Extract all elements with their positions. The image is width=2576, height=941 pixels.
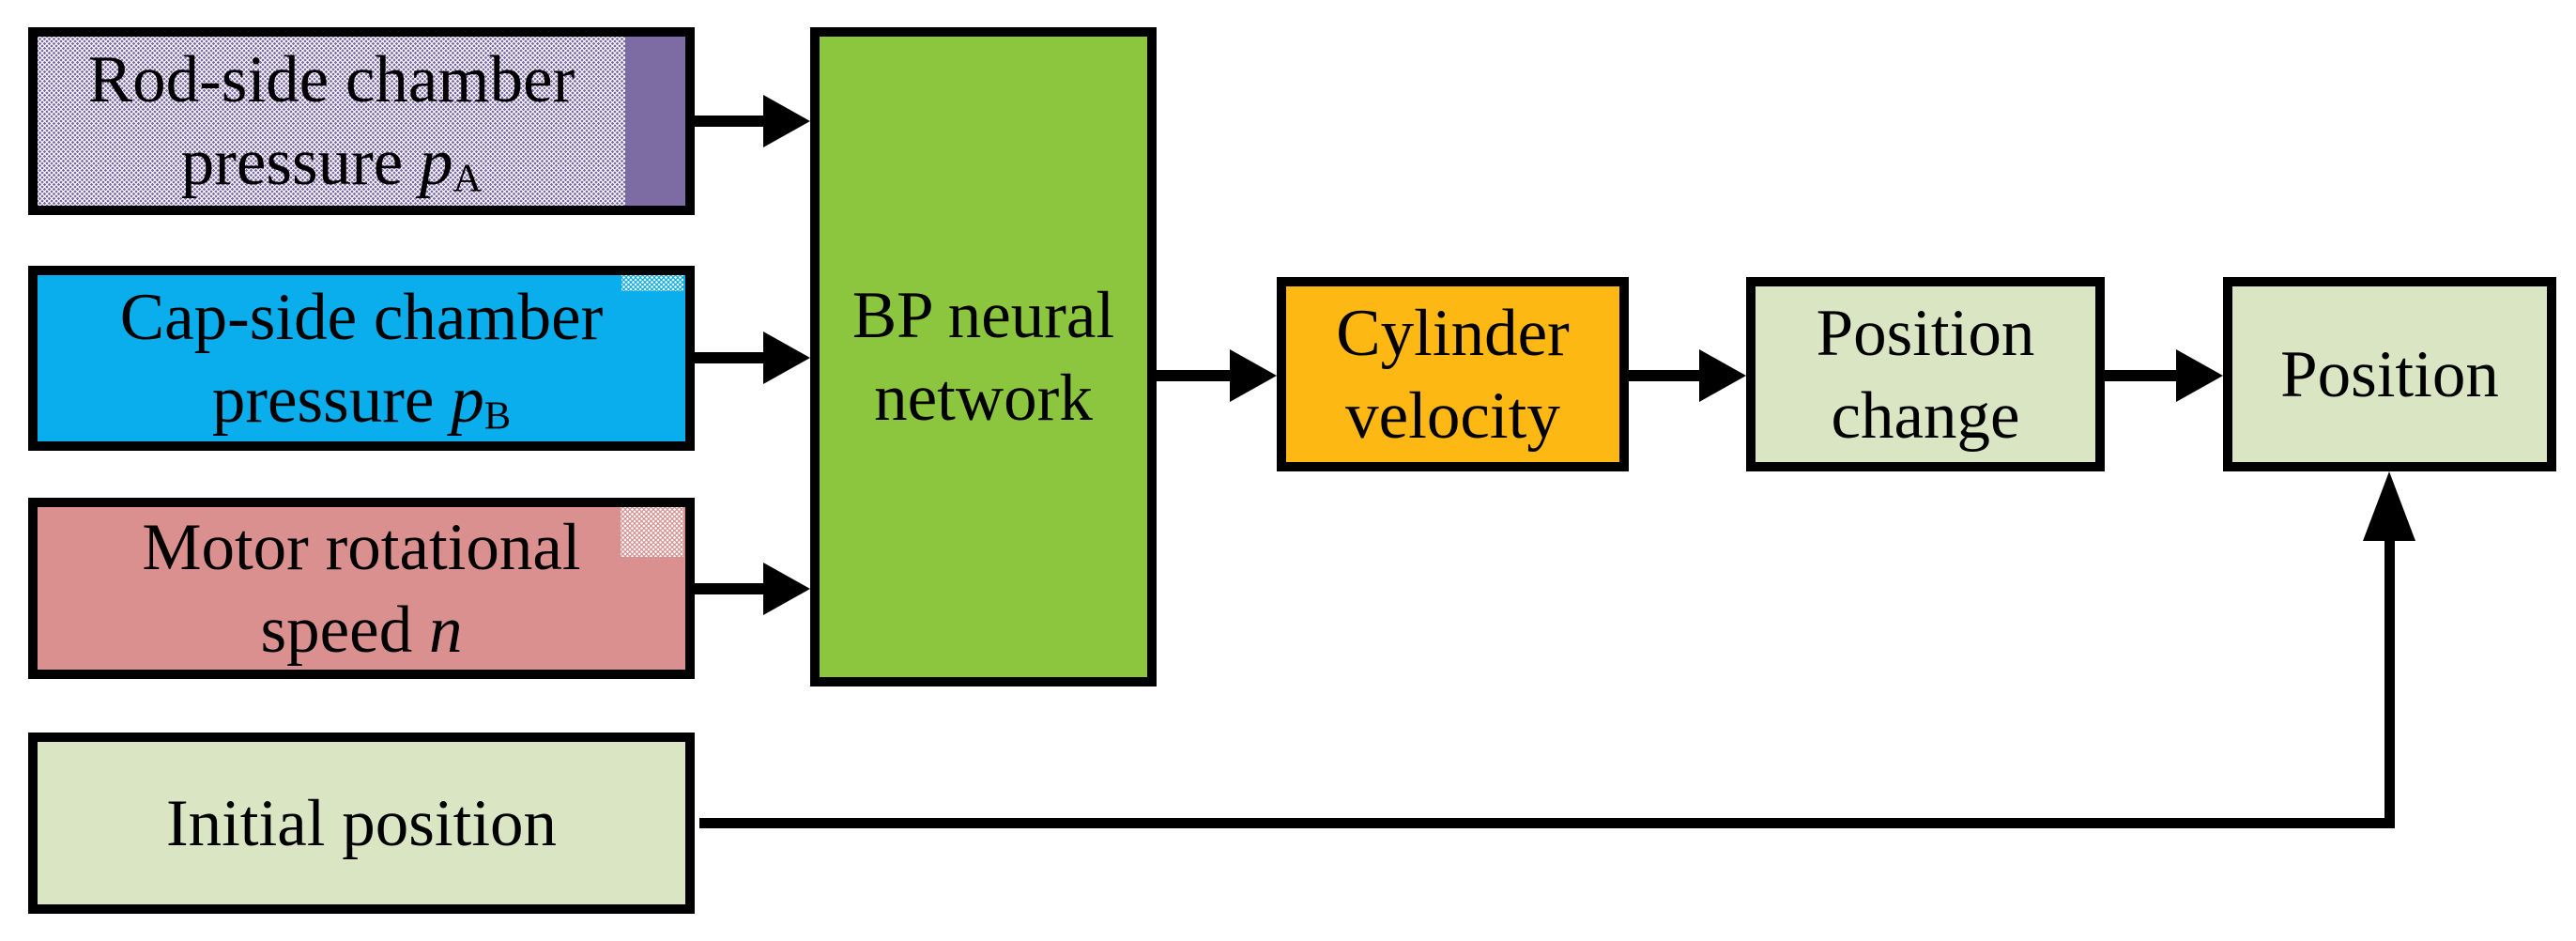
node-position: Position (2223, 277, 2556, 471)
arrow-motor-to-bp-head (763, 563, 810, 615)
arrow-cylinder-to-change-head (1699, 349, 1746, 402)
node-position-change: Position change (1746, 277, 2105, 471)
arrow-cap-to-bp-shaft (695, 352, 766, 363)
arrow-cap-to-bp-head (763, 332, 810, 384)
arrow-bp-to-cylinder-head (1230, 349, 1277, 402)
arrow-motor-to-bp-shaft (695, 583, 766, 594)
node-rod-side-chamber-pressure: Rod-side chamber pressure pA (28, 27, 695, 215)
node-label: Rod-side chamber pressure pA (87, 43, 575, 201)
arrow-rod-to-bp-shaft (695, 116, 766, 127)
arrow-cylinder-to-change-shaft (1629, 370, 1701, 381)
dotted-artifact (621, 275, 683, 291)
arrow-bp-to-cylinder-shaft (1157, 370, 1232, 381)
node-initial-position: Initial position (28, 733, 695, 914)
dotted-artifact (621, 507, 683, 557)
purple-stripe (625, 37, 685, 206)
node-cylinder-velocity: Cylinder velocity (1277, 277, 1629, 471)
arrow-change-to-position-head (2176, 349, 2223, 402)
node-cap-side-chamber-pressure: Cap-side chamber pressure pB (28, 266, 695, 451)
node-motor-rotational-speed: Motor rotational speed n (28, 498, 695, 679)
node-bp-neural-network: BP neural network (810, 27, 1157, 686)
feedback-line-vertical (2384, 535, 2395, 825)
arrow-change-to-position-shaft (2105, 370, 2178, 381)
arrow-initial-to-position-head (2363, 471, 2415, 541)
arrow-rod-to-bp-head (763, 95, 810, 147)
feedback-line-horizontal (699, 818, 2395, 828)
